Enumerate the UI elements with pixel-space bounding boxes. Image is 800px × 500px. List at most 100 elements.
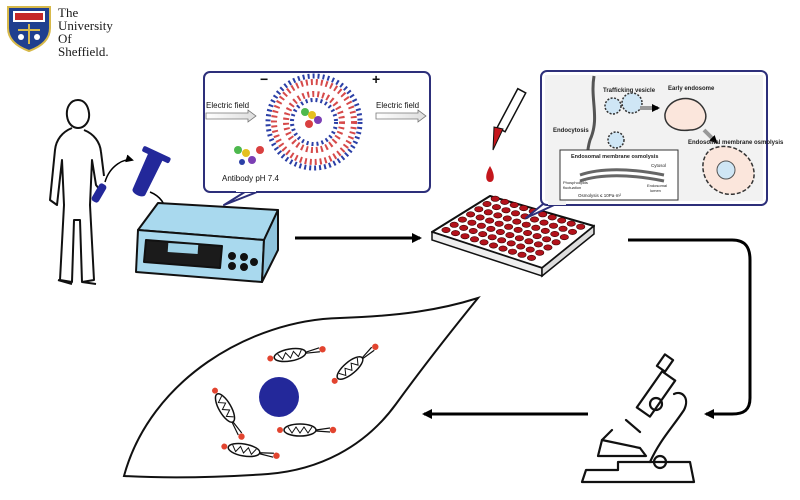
microscope-icon (580, 353, 696, 484)
well (483, 209, 493, 216)
antibody-molecules-icon (234, 108, 322, 165)
well (557, 217, 567, 224)
well (509, 202, 519, 209)
well (490, 195, 500, 202)
fluorescent-dot (238, 433, 245, 440)
well (550, 231, 560, 238)
well (505, 232, 515, 239)
well (576, 223, 586, 230)
well (514, 235, 524, 242)
well (479, 239, 489, 246)
well (474, 206, 484, 213)
test-tube-hand-icon (91, 183, 107, 203)
well (497, 237, 507, 244)
phospholipids-label: Phospholipids (563, 180, 588, 185)
well (468, 228, 478, 235)
well (559, 234, 569, 241)
well (469, 236, 479, 243)
electric-field-label-left: Electric field (206, 101, 249, 110)
well (500, 198, 510, 205)
well (450, 230, 460, 237)
osmolysis-label: Osmolysis ≤ 10Pa·m² (578, 193, 621, 198)
well (529, 216, 539, 223)
well-plate-icon (431, 195, 595, 278)
well (491, 204, 501, 211)
mitochondrion (267, 346, 326, 363)
well (512, 218, 522, 225)
well (487, 234, 497, 241)
well (521, 221, 531, 228)
well (498, 245, 508, 252)
well (524, 238, 534, 245)
university-name: The University Of Sheffield. (58, 6, 113, 58)
wells (441, 195, 586, 261)
well (502, 215, 512, 222)
lumen-label: lumen (650, 188, 661, 193)
well (441, 227, 451, 234)
electric-field-arrow-left (205, 109, 257, 123)
well (482, 201, 492, 208)
well (547, 214, 557, 221)
vesicle-icon (716, 160, 736, 180)
inset-membrane (579, 168, 665, 177)
well (504, 223, 514, 230)
well (466, 211, 476, 218)
electric-field-arrow-right (375, 109, 427, 123)
logo-line: Sheffield. (58, 44, 109, 59)
well (467, 219, 477, 226)
charge-ring-graphic (265, 73, 363, 171)
well (551, 239, 561, 246)
inset-title: Endosomal membrane osmolysis (571, 154, 658, 160)
university-shield-logo (7, 6, 51, 52)
cytosol-label: Cytosol (651, 163, 666, 168)
process-arrow (702, 128, 718, 144)
well (488, 242, 498, 249)
mitochondria (212, 343, 379, 459)
well (501, 207, 511, 214)
well (548, 222, 558, 229)
fluorescent-dot (329, 426, 337, 434)
well (539, 219, 549, 226)
fluorescent-dot (212, 387, 218, 394)
early-endosome-icon (664, 97, 707, 132)
well (478, 231, 488, 238)
vesicle-icons (604, 92, 643, 149)
antibody-label: Antibody pH 7.4 (222, 174, 279, 183)
well (535, 249, 545, 256)
fluorescent-dot (319, 346, 326, 353)
mitochondrion (277, 423, 337, 437)
well (513, 226, 523, 233)
nucleus (259, 377, 299, 417)
mitochondrion (331, 343, 379, 384)
cell-membrane-outline (122, 296, 481, 479)
well (523, 230, 533, 237)
endocytosis-label: Endocytosis (553, 128, 589, 134)
fluorescent-dot (267, 355, 274, 362)
fluorescent-dot (277, 427, 283, 433)
early-endosome-label: Early endosome (668, 86, 715, 92)
well (475, 214, 485, 221)
well (506, 240, 516, 247)
trafficking-vesicle-label: Trafficking vesicle (603, 88, 656, 94)
cell-illustration (122, 296, 481, 479)
well (486, 225, 496, 232)
test-tube-icon (132, 146, 171, 197)
fluorescent-dot (273, 452, 280, 459)
mitochondrion (212, 387, 245, 440)
well (525, 246, 535, 253)
mitochondrion (221, 442, 280, 459)
fluorescent-dot (331, 377, 338, 384)
well (543, 244, 553, 251)
pipette-icon (486, 87, 527, 182)
well (566, 220, 576, 227)
well (519, 205, 529, 212)
well (532, 233, 542, 240)
well (449, 221, 459, 228)
well (460, 233, 470, 240)
well (493, 212, 503, 219)
well (526, 254, 536, 261)
fluorescent-dot (372, 343, 379, 350)
endosomal-label: Endosomal (647, 183, 667, 188)
endocytosis-panel: Trafficking vesicle Early endosome Endoc… (525, 70, 784, 219)
